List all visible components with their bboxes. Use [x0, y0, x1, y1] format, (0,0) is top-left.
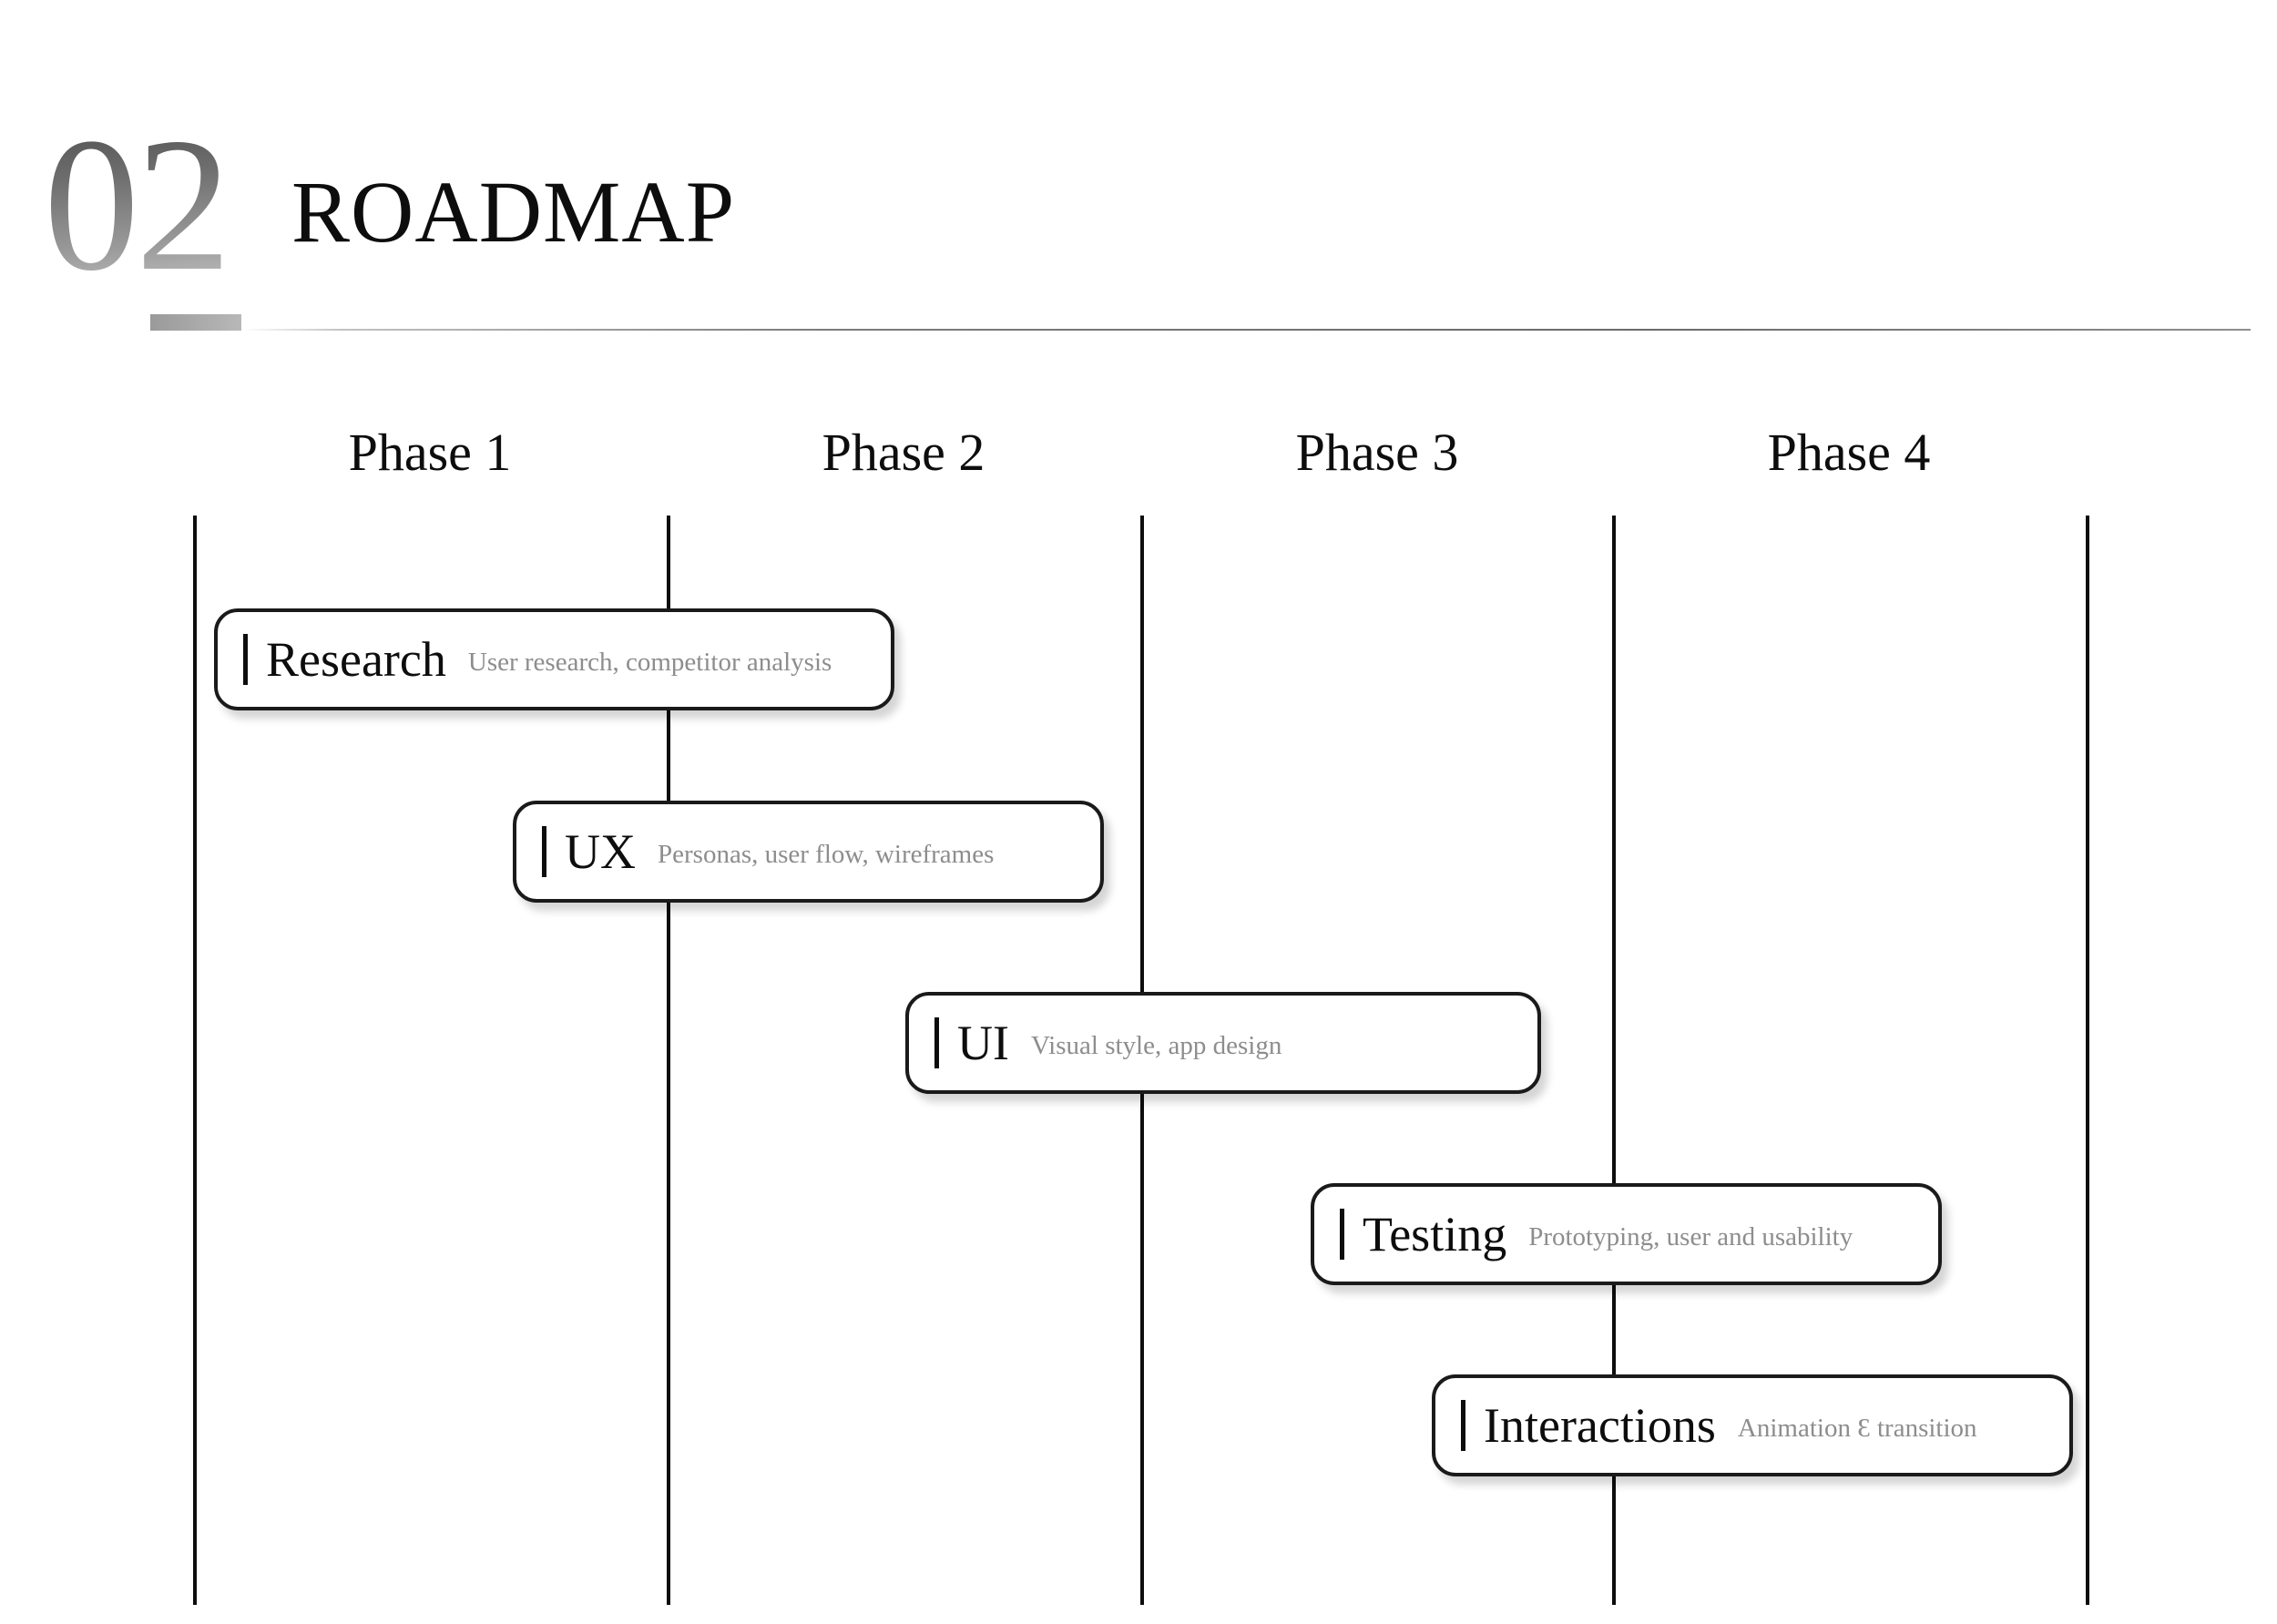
task-description: Animation Ɛ transition [1737, 1413, 1977, 1443]
accent-bar-icon [1461, 1400, 1465, 1451]
task-description: User research, competitor analysis [467, 647, 832, 677]
accent-bar-icon [542, 826, 546, 877]
header-divider-rule [241, 329, 2251, 331]
phase-divider-line-1 [193, 516, 197, 1605]
phase-label-1: Phase 1 [348, 423, 512, 482]
phase-label-2: Phase 2 [822, 423, 985, 482]
task-description: Personas, user flow, wireframes [658, 839, 995, 869]
task-title: UI [957, 1016, 1009, 1070]
task-description: Visual style, app design [1030, 1030, 1282, 1060]
page-title: ROADMAP [291, 163, 736, 260]
task-title: Interactions [1484, 1398, 1716, 1453]
task-card-ui[interactable]: UI Visual style, app design [905, 992, 1541, 1094]
task-title: UX [565, 824, 636, 879]
accent-bar-icon [934, 1017, 939, 1068]
phase-divider-line-2 [667, 516, 670, 1605]
slide-header: 02 ROADMAP [0, 0, 2277, 364]
accent-bar-icon [243, 634, 248, 685]
task-card-research[interactable]: Research User research, competitor analy… [214, 608, 894, 710]
phase-divider-line-4 [1612, 516, 1616, 1605]
phase-divider-line-5 [2086, 516, 2089, 1605]
task-card-interactions[interactable]: Interactions Animation Ɛ transition [1432, 1374, 2073, 1476]
task-title: Research [266, 632, 446, 687]
phase-label-3: Phase 3 [1295, 423, 1459, 482]
task-description: Prototyping, user and usability [1528, 1221, 1853, 1251]
task-card-ux[interactable]: UX Personas, user flow, wireframes [513, 801, 1104, 903]
phase-label-4: Phase 4 [1767, 423, 1931, 482]
task-title: Testing [1363, 1207, 1507, 1261]
accent-bar-icon [1340, 1209, 1344, 1260]
section-number: 02 [44, 99, 231, 311]
header-accent-block [150, 314, 241, 331]
task-card-testing[interactable]: Testing Prototyping, user and usability [1311, 1183, 1942, 1285]
